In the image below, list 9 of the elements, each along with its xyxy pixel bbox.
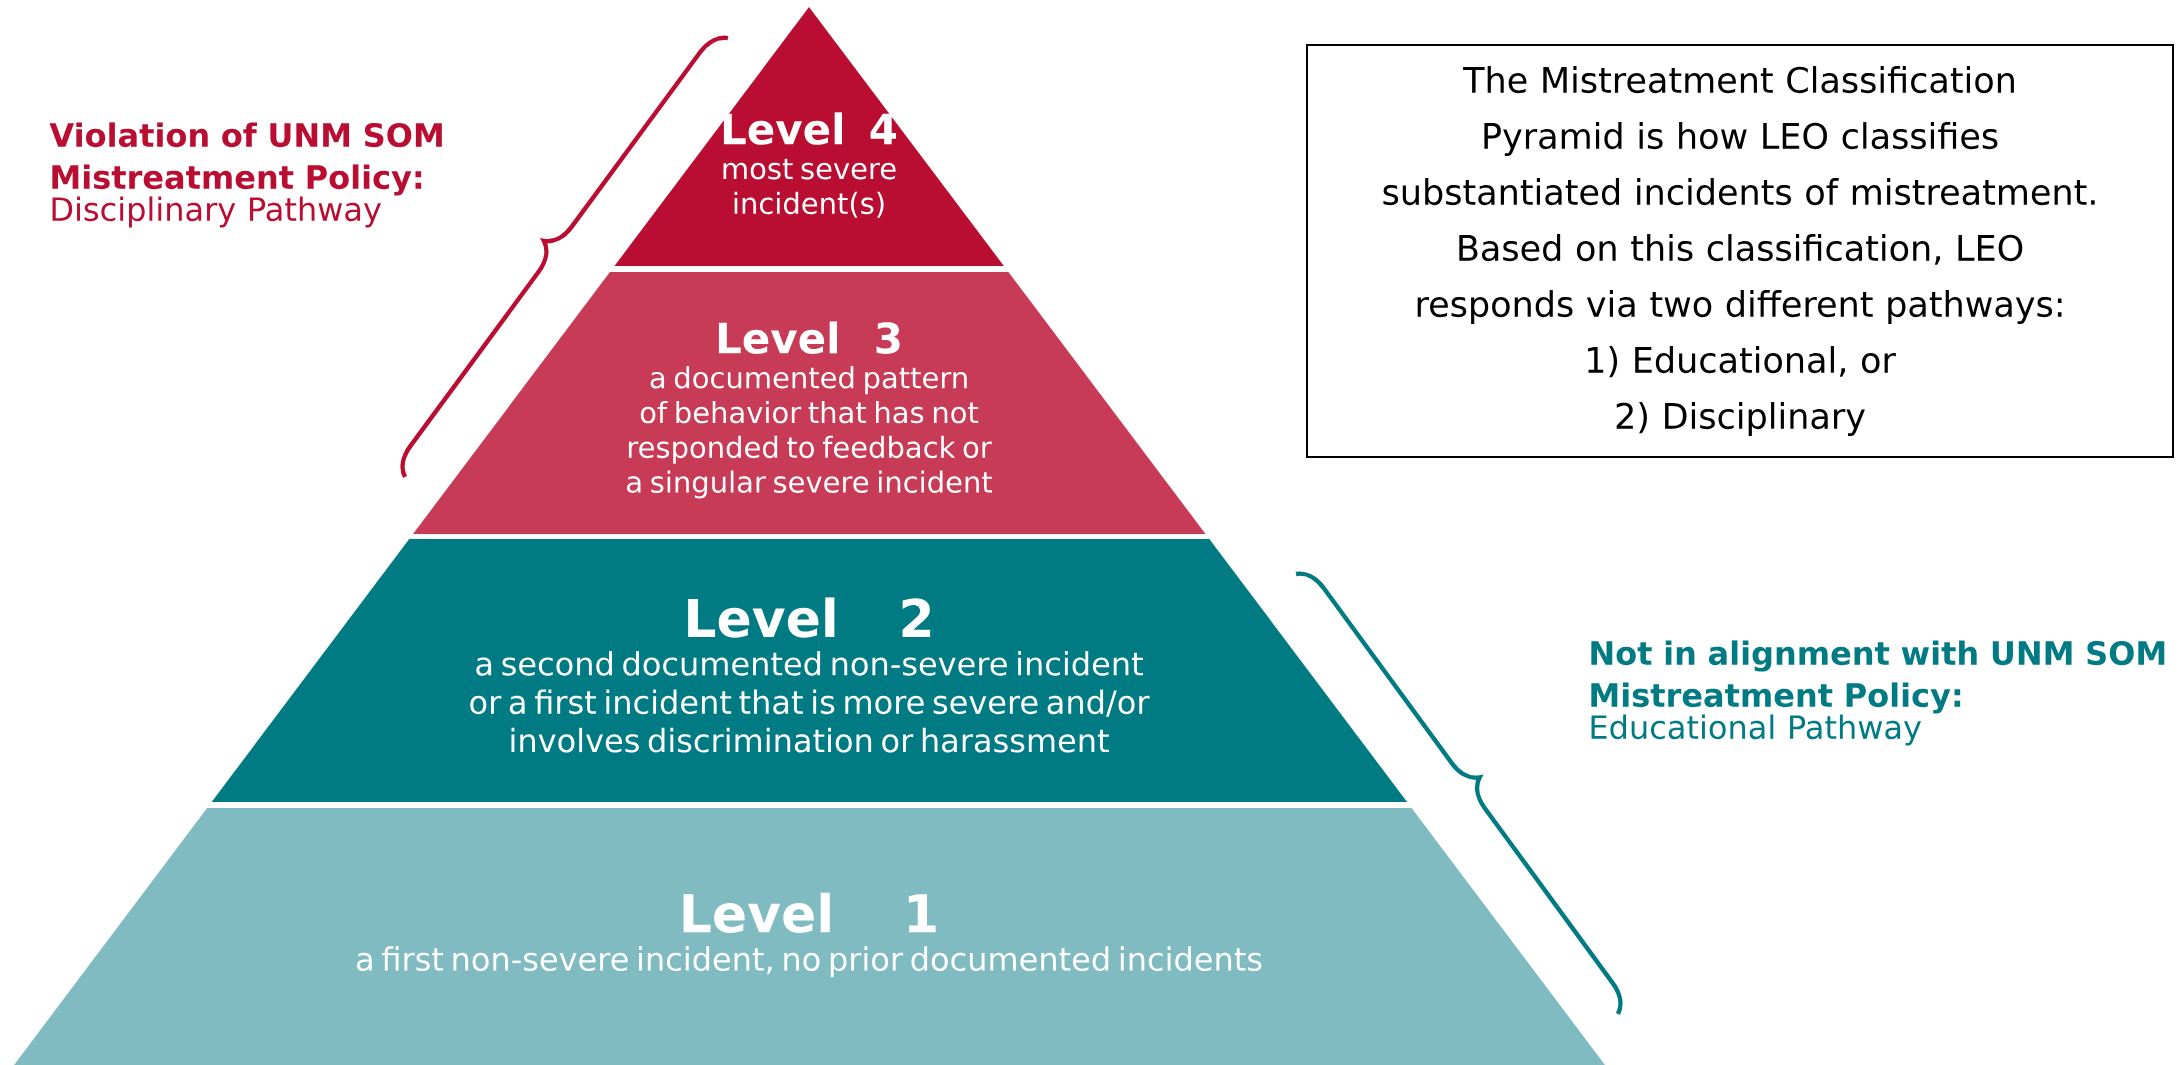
pyramid-level: Level 3 a documented pattern of behavior that has not responded to feedback or a singular severe incident xyxy=(413,272,1206,534)
pyramid-level: Level 2 a second documented non-severe incident or a first incident that is more severe and/or involves discrimination or harassment xyxy=(211,539,1408,802)
side-label: Violation of UNM SOM Mistreatment Policy: xyxy=(49,122,442,196)
pyramid-level: Level 1 a first non-severe incident, no prior documented incidents xyxy=(14,808,1605,1065)
side-label: Educational Pathway xyxy=(1591,714,1922,746)
text-box: The Mistreatment Classification Pyramid is how LEO classifies substantiated incidents of mistreatment. Based on this classification, LEO responds via two different pathways: 1) Educational, or 2) Disciplinary xyxy=(1306,44,2174,458)
side-label: Not in alignment with UNM SOM Mistreatment Policy: xyxy=(1591,640,2165,714)
side-label: Disciplinary Pathway xyxy=(52,196,381,228)
pyramid-level: Level 4 most severe incident(s) xyxy=(614,7,1004,266)
